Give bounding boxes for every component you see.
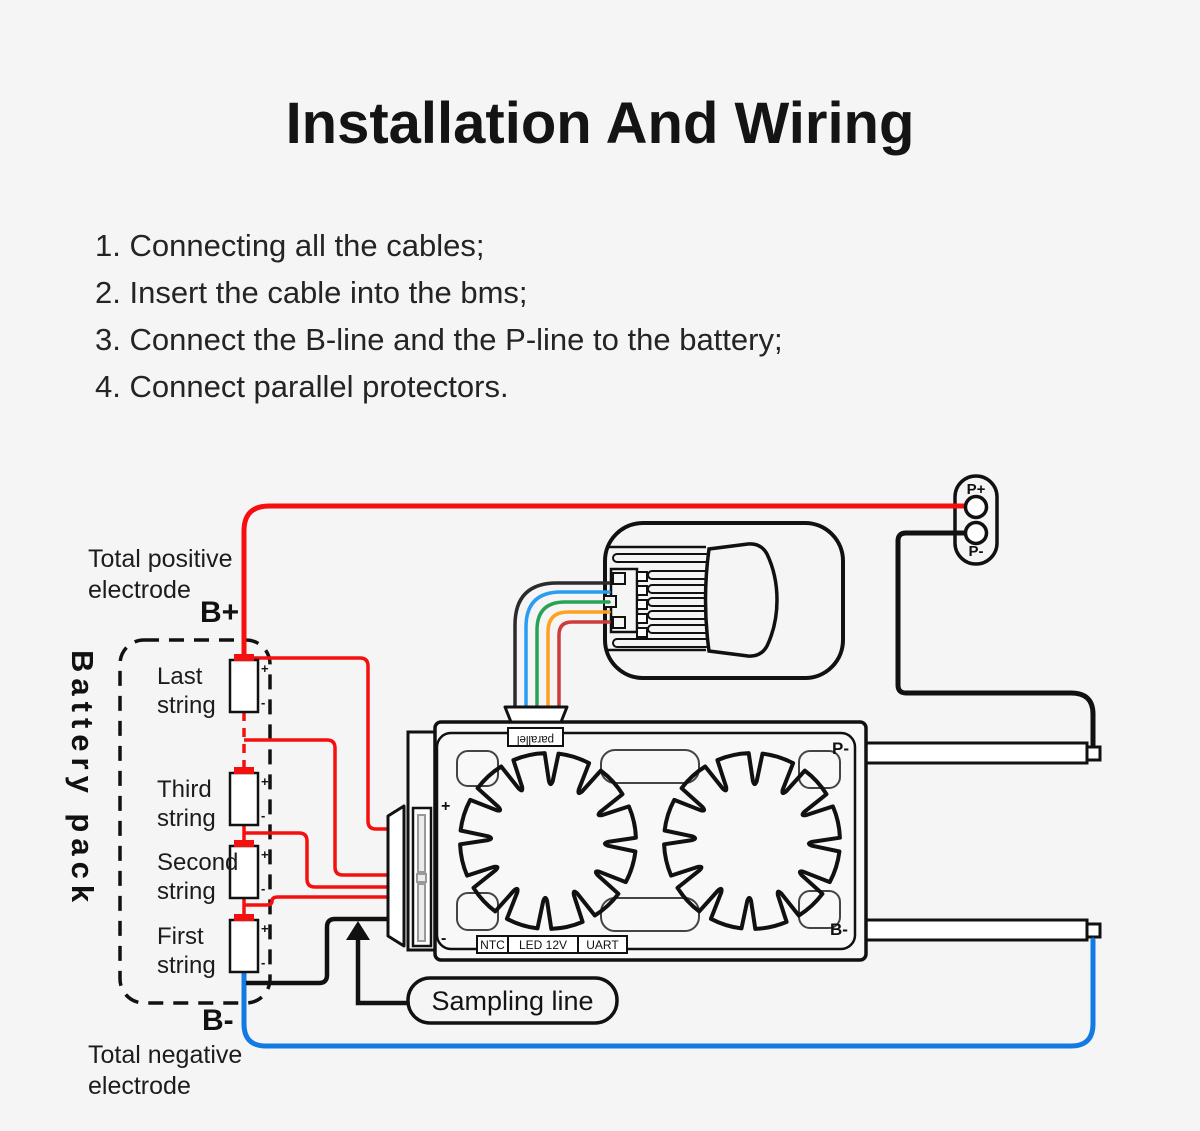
socket-key <box>416 873 427 883</box>
socket-pin-bottom <box>417 883 426 942</box>
sampling-callout-box <box>406 976 619 1025</box>
cell-first-plus-mark: + <box>261 921 269 936</box>
module-boot <box>703 542 779 658</box>
parallel-port-box <box>507 727 564 747</box>
ribbon-wire-red <box>557 620 611 709</box>
string-label-second: Second string <box>157 849 239 905</box>
block-pin-5 <box>636 627 648 638</box>
ribbon-wire-black <box>513 581 611 709</box>
ntc-port-label: NTC <box>480 938 505 952</box>
display-module <box>603 521 845 680</box>
block-pin-4 <box>636 613 648 624</box>
sense-wire-3 <box>244 831 392 889</box>
sense-wire-bplus <box>244 656 392 831</box>
total-positive-label: Total positive electrode <box>88 545 233 604</box>
sense-wire-2 <box>244 738 392 877</box>
total-negative-label: Total negative electrode <box>88 1041 243 1100</box>
block-notch-top <box>612 572 626 585</box>
bms-minus-mark: - <box>441 930 447 947</box>
module-slot-3 <box>647 584 711 594</box>
uart-port-box <box>577 935 628 954</box>
bms-p-minus-pad-label: P- <box>832 739 849 758</box>
bms-board <box>386 720 868 962</box>
cell-second-minus-mark: - <box>261 881 266 896</box>
bms-plus-mark: + <box>441 798 451 815</box>
parallel-port-label: parallel <box>516 733 555 745</box>
module-inner-lines <box>607 545 706 652</box>
b-minus-wire <box>241 937 1096 1049</box>
string-label-last: Last string <box>157 663 216 719</box>
led-port-label: LED 12V <box>518 938 568 952</box>
module-slot-4 <box>647 597 711 607</box>
cell-third <box>228 771 260 827</box>
module-slot-1 <box>612 553 711 563</box>
battery-pack-dashed-box <box>118 638 272 1005</box>
sampling-plug <box>386 804 406 948</box>
p-plus-terminal <box>963 494 989 520</box>
cell-last-plus-mark: + <box>261 661 269 676</box>
ribbon-wire-green <box>535 600 611 709</box>
instruction-step-3: 3. Connect the B-line and the P-line to … <box>95 322 783 357</box>
parallel-connector-pill <box>953 474 999 566</box>
callout-arrow-line <box>355 940 408 1006</box>
block-notch-bottom <box>612 616 626 629</box>
parallel-plug <box>503 705 569 724</box>
uart-port-label: UART <box>586 938 619 952</box>
module-slot-6 <box>647 624 711 634</box>
ribbon-cable <box>513 581 611 709</box>
sense-wire-bminus <box>246 916 390 986</box>
capsule-top <box>600 749 700 784</box>
p-minus-terminal <box>963 520 989 546</box>
cell-last-cap <box>234 654 254 661</box>
instruction-step-2: 2. Insert the cable into the bms; <box>95 275 528 310</box>
fan-right <box>662 751 842 931</box>
string-label-first: First string <box>157 923 216 979</box>
cell-first-minus-mark: - <box>261 955 266 970</box>
cell-last-minus-mark: - <box>261 695 266 710</box>
module-slot-7 <box>612 638 711 648</box>
bms-b-minus-pad-label: B- <box>830 920 848 939</box>
ribbon-wire-orange <box>546 610 611 709</box>
cell-second <box>228 844 260 900</box>
p-minus-wire <box>895 530 1096 748</box>
block-pin-1 <box>636 571 648 582</box>
cell-second-plus-mark: + <box>261 847 269 862</box>
pad-top-right <box>798 750 841 789</box>
b-plus-wire <box>241 503 969 663</box>
instruction-list: 1. Connecting all the cables; 2. Insert … <box>95 222 783 410</box>
fan-left <box>458 751 638 931</box>
cell-first <box>228 918 260 974</box>
cell-third-minus-mark: - <box>261 808 266 823</box>
module-slot-5 <box>647 610 711 620</box>
capsule-bottom <box>600 897 700 932</box>
b-minus-label: B- <box>202 1004 234 1037</box>
cell-third-plus-mark: + <box>261 774 269 789</box>
instruction-step-1: 1. Connecting all the cables; <box>95 228 485 263</box>
cell-second-cap <box>234 840 254 847</box>
block-pin-3 <box>636 599 648 610</box>
b-minus-bus-bar <box>864 918 1102 942</box>
block-pin-2 <box>636 585 648 596</box>
instruction-step-4: 4. Connect parallel protectors. <box>95 369 509 404</box>
battery-pack-label: Battery pack <box>65 650 101 909</box>
callout-arrow-head <box>346 921 370 940</box>
socket-pin-top <box>417 814 426 873</box>
module-slot-2 <box>647 570 711 580</box>
p-plus-label: P+ <box>966 481 986 498</box>
p-minus-bus-bar <box>864 741 1102 765</box>
b-plus-label: B+ <box>200 596 240 629</box>
string-label-third: Third string <box>157 776 216 832</box>
page-title: Installation And Wiring <box>285 91 915 156</box>
bms-pcb <box>435 731 857 951</box>
ribbon-wire-blue <box>524 590 611 709</box>
cell-third-cap <box>234 767 254 774</box>
sense-wire-4 <box>244 895 392 907</box>
cell-first-cap <box>234 914 254 921</box>
battery-cells <box>228 654 260 974</box>
sampling-line-label: Sampling line <box>431 986 594 1016</box>
p-minus-label: P- <box>968 543 984 560</box>
